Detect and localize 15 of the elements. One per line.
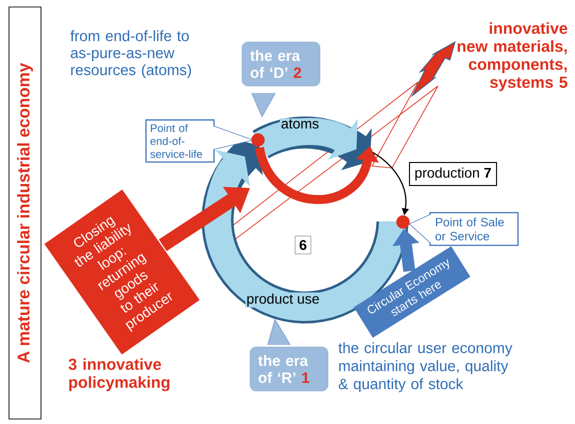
- text-label: the circular user economy maintaining value, quality & quantity of stock: [338, 342, 512, 392]
- callout-box: the era of ‘D’ 2: [242, 42, 320, 118]
- edge-label: atoms: [280, 118, 320, 130]
- title: A mature circular industrial economy: [8, 6, 42, 420]
- point-dot: [396, 215, 410, 229]
- callout-box: Point of Sale or Service: [408, 212, 519, 246]
- edge-label: product use: [245, 292, 321, 308]
- process-box: production 7: [408, 162, 498, 186]
- text-label: from end-of-life to as-pure-as-new resources (atoms): [70, 30, 191, 78]
- callout-box: the era of ‘R’ 1: [250, 318, 328, 392]
- text-label: innovative new materials, components, systems 5: [458, 22, 568, 92]
- callout-box: Point of end-of-service-life: [145, 119, 254, 163]
- ring-arrow: [204, 150, 406, 321]
- number-box: 6: [294, 236, 312, 254]
- point-dot: [251, 133, 265, 147]
